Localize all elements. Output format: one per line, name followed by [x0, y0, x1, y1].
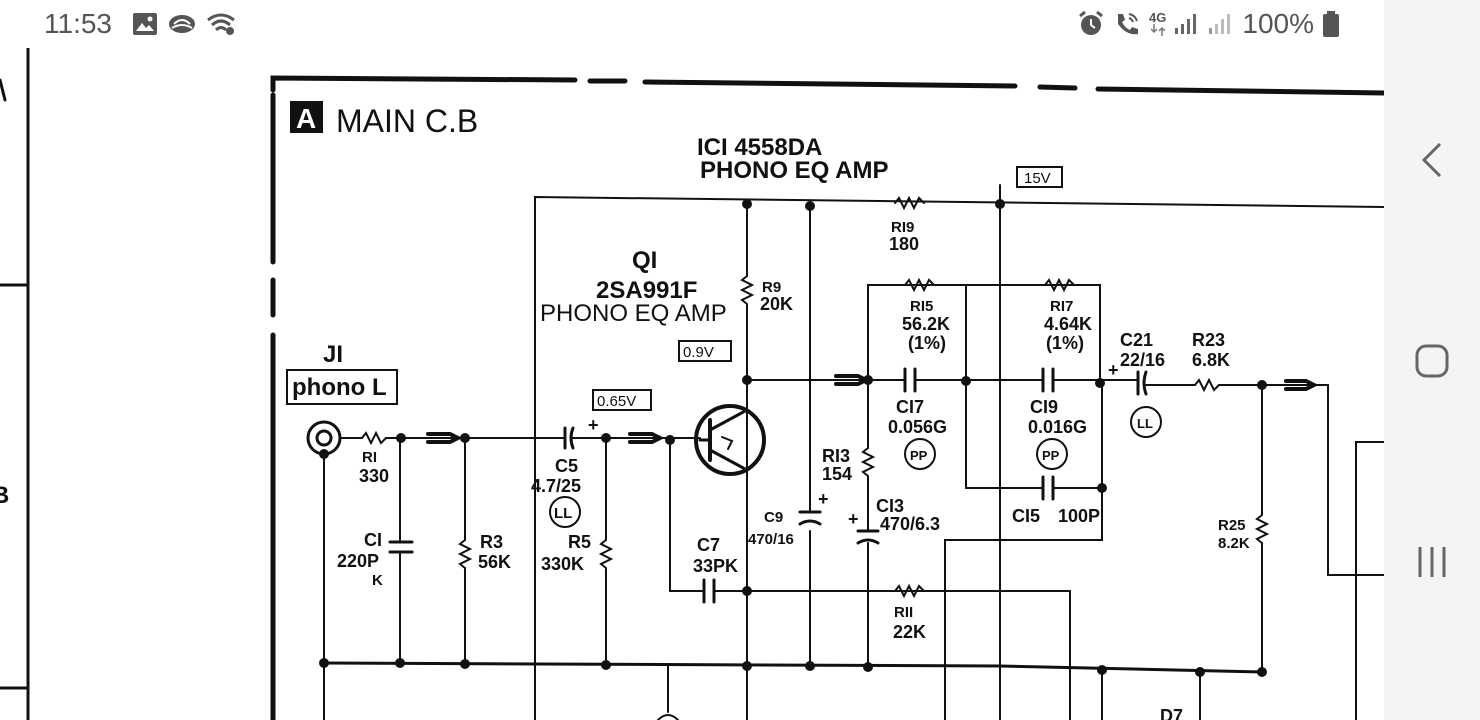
alarm-icon	[1079, 10, 1103, 35]
voltage-collector: 0.9V	[683, 344, 714, 361]
signal-icon	[1209, 14, 1231, 34]
status-bar: 11:53	[0, 0, 1384, 48]
c1-ref: CI	[364, 530, 382, 550]
schematic-diagram: B A MAIN C.B ICI 4558DA PHONO EQ AMP QI …	[0, 48, 1384, 720]
voltage-supply: 15V	[1024, 170, 1051, 187]
c7-value: 33PK	[693, 556, 738, 576]
voltage-base: 0.65V	[597, 393, 636, 410]
r25-ref: R25	[1218, 517, 1246, 534]
c15-ref: CI5	[1012, 506, 1040, 526]
wifi-call-icon	[207, 13, 235, 35]
r23-ref: R23	[1192, 330, 1225, 350]
c21-tag: LL	[1137, 416, 1153, 431]
board-marker: A	[296, 103, 316, 134]
back-button[interactable]	[1408, 136, 1456, 184]
back-icon	[1421, 142, 1442, 178]
c19-ref: CI9	[1030, 397, 1058, 417]
status-icons-right: 4G 100%	[1077, 8, 1340, 40]
q1-part: 2SA991F	[596, 277, 697, 304]
r15-value: 56.2K	[902, 314, 950, 334]
c19-tag: PP	[1042, 448, 1060, 463]
r13-ref: RI3	[822, 446, 850, 466]
signal-icon	[1175, 14, 1197, 34]
c1-value: 220P	[337, 551, 379, 571]
status-time: 11:53	[44, 8, 112, 39]
c13-ref: CI3	[876, 496, 904, 516]
r15-tol: (1%)	[908, 333, 946, 353]
image-icon	[133, 13, 157, 35]
r3-value: 56K	[478, 552, 511, 572]
c17-ref: CI7	[896, 397, 924, 417]
r11-ref: RII	[894, 604, 913, 621]
r15-ref: RI5	[910, 298, 933, 315]
r23-value: 6.8K	[1192, 350, 1230, 370]
c5-ref: C5	[555, 456, 578, 476]
r1-ref: RI	[362, 449, 377, 466]
bottom-ref: D7	[1160, 706, 1183, 720]
home-button[interactable]	[1408, 337, 1456, 385]
r5-ref: R5	[568, 532, 591, 552]
board-title: MAIN C.B	[336, 103, 478, 139]
r19-ref: RI9	[891, 219, 914, 236]
r17-value: 4.64K	[1044, 314, 1092, 334]
c5-value: 4.7/25	[531, 476, 581, 496]
q1-ref: QI	[632, 247, 657, 274]
r13-value: 154	[822, 464, 852, 484]
r9-value: 20K	[760, 294, 793, 314]
c21-value: 22/16	[1120, 350, 1165, 370]
c1-tol: K	[372, 572, 383, 589]
battery-icon	[1323, 11, 1339, 37]
cloud-icon	[169, 15, 195, 33]
polarity-c5: +	[588, 415, 599, 435]
q1-desc: PHONO EQ AMP	[540, 300, 727, 327]
navigation-bar	[1384, 0, 1480, 720]
r9-ref: R9	[762, 279, 781, 296]
c19-value: 0.016G	[1028, 417, 1087, 437]
ic-ref: ICI 4558DA	[697, 134, 822, 161]
c17-value: 0.056G	[888, 417, 947, 437]
r17-ref: RI7	[1050, 298, 1073, 315]
recents-button[interactable]	[1408, 538, 1456, 586]
r19-value: 180	[889, 234, 919, 254]
polarity-c21: +	[1108, 360, 1119, 380]
network-type-label: 4G	[1149, 10, 1167, 25]
c13-value: 470/6.3	[880, 514, 940, 534]
c5-tag: LL	[554, 505, 572, 522]
home-icon	[1415, 344, 1449, 378]
c17-tag: PP	[910, 448, 928, 463]
status-icons-left	[132, 10, 236, 38]
c9-value: 470/16	[748, 531, 794, 548]
c21-ref: C21	[1120, 330, 1153, 350]
jack-ref: JI	[323, 341, 343, 368]
c7-ref: C7	[697, 535, 720, 555]
jack-label: phono L	[292, 374, 387, 401]
c15-value: 100P	[1058, 506, 1100, 526]
r17-tol: (1%)	[1046, 333, 1084, 353]
r25-value: 8.2K	[1218, 535, 1250, 552]
polarity-c9: +	[818, 489, 829, 509]
volte-call-icon	[1118, 13, 1139, 35]
network-4g-icon: 4G	[1149, 10, 1167, 36]
c9-ref: C9	[764, 509, 783, 526]
battery-percent: 100%	[1242, 8, 1314, 39]
margin-label: B	[0, 482, 9, 509]
r1-value: 330	[359, 466, 389, 486]
r11-value: 22K	[893, 622, 926, 642]
ic-desc: PHONO EQ AMP	[700, 157, 888, 184]
polarity-c13: +	[848, 509, 859, 529]
r3-ref: R3	[480, 532, 503, 552]
r5-value: 330K	[541, 554, 584, 574]
schematic-viewer[interactable]: B A MAIN C.B ICI 4558DA PHONO EQ AMP QI …	[0, 48, 1384, 720]
recents-icon	[1418, 547, 1446, 577]
